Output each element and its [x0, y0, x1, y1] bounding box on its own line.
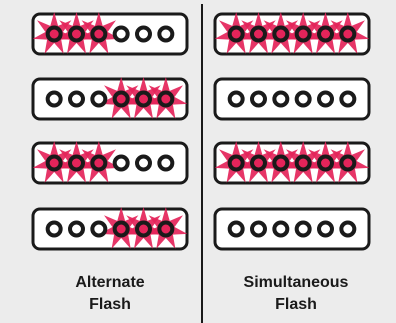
light-off	[68, 220, 85, 238]
light-off	[157, 25, 175, 43]
light-off	[135, 25, 152, 43]
light-on	[135, 220, 152, 238]
light-off	[272, 90, 290, 108]
lightbar-housing	[213, 207, 371, 251]
light-on	[45, 154, 63, 172]
light-on	[272, 25, 290, 43]
caption-line: Flash	[89, 296, 131, 313]
simultaneous-flash-caption: Simultaneous Flash	[216, 272, 376, 316]
light-on	[157, 90, 175, 108]
light-off	[317, 220, 334, 238]
light-on	[112, 90, 130, 108]
light-on	[250, 25, 267, 43]
light-off	[227, 90, 245, 108]
light-off	[45, 90, 63, 108]
light-off	[317, 90, 334, 108]
light-off	[112, 154, 130, 172]
light-off	[227, 220, 245, 238]
light-on	[68, 154, 85, 172]
light-on	[90, 154, 108, 172]
light-on	[90, 25, 108, 43]
light-off	[294, 90, 312, 108]
light-on	[272, 154, 290, 172]
light-on	[227, 25, 245, 43]
light-on	[339, 154, 357, 172]
light-on	[317, 154, 334, 172]
light-on	[339, 25, 357, 43]
light-off	[272, 220, 290, 238]
light-off	[112, 25, 130, 43]
light-on	[157, 220, 175, 238]
light-on	[135, 90, 152, 108]
light-off	[157, 154, 175, 172]
light-off	[90, 90, 108, 108]
light-on	[68, 25, 85, 43]
light-on	[112, 220, 130, 238]
light-off	[45, 220, 63, 238]
light-on	[45, 25, 63, 43]
caption-line: Simultaneous	[243, 274, 349, 291]
light-off	[90, 220, 108, 238]
light-on	[227, 154, 245, 172]
light-off	[68, 90, 85, 108]
light-off	[135, 154, 152, 172]
alternate-flash-caption: Alternate Flash	[30, 272, 190, 316]
light-off	[250, 220, 267, 238]
caption-line: Flash	[275, 296, 317, 313]
light-on	[317, 25, 334, 43]
light-off	[339, 90, 357, 108]
caption-line: Alternate	[75, 274, 145, 291]
light-off	[294, 220, 312, 238]
light-off	[339, 220, 357, 238]
lightbar-housing	[213, 77, 371, 121]
light-on	[250, 154, 267, 172]
panel-divider	[201, 4, 203, 323]
light-off	[250, 90, 267, 108]
light-on	[294, 25, 312, 43]
light-on	[294, 154, 312, 172]
